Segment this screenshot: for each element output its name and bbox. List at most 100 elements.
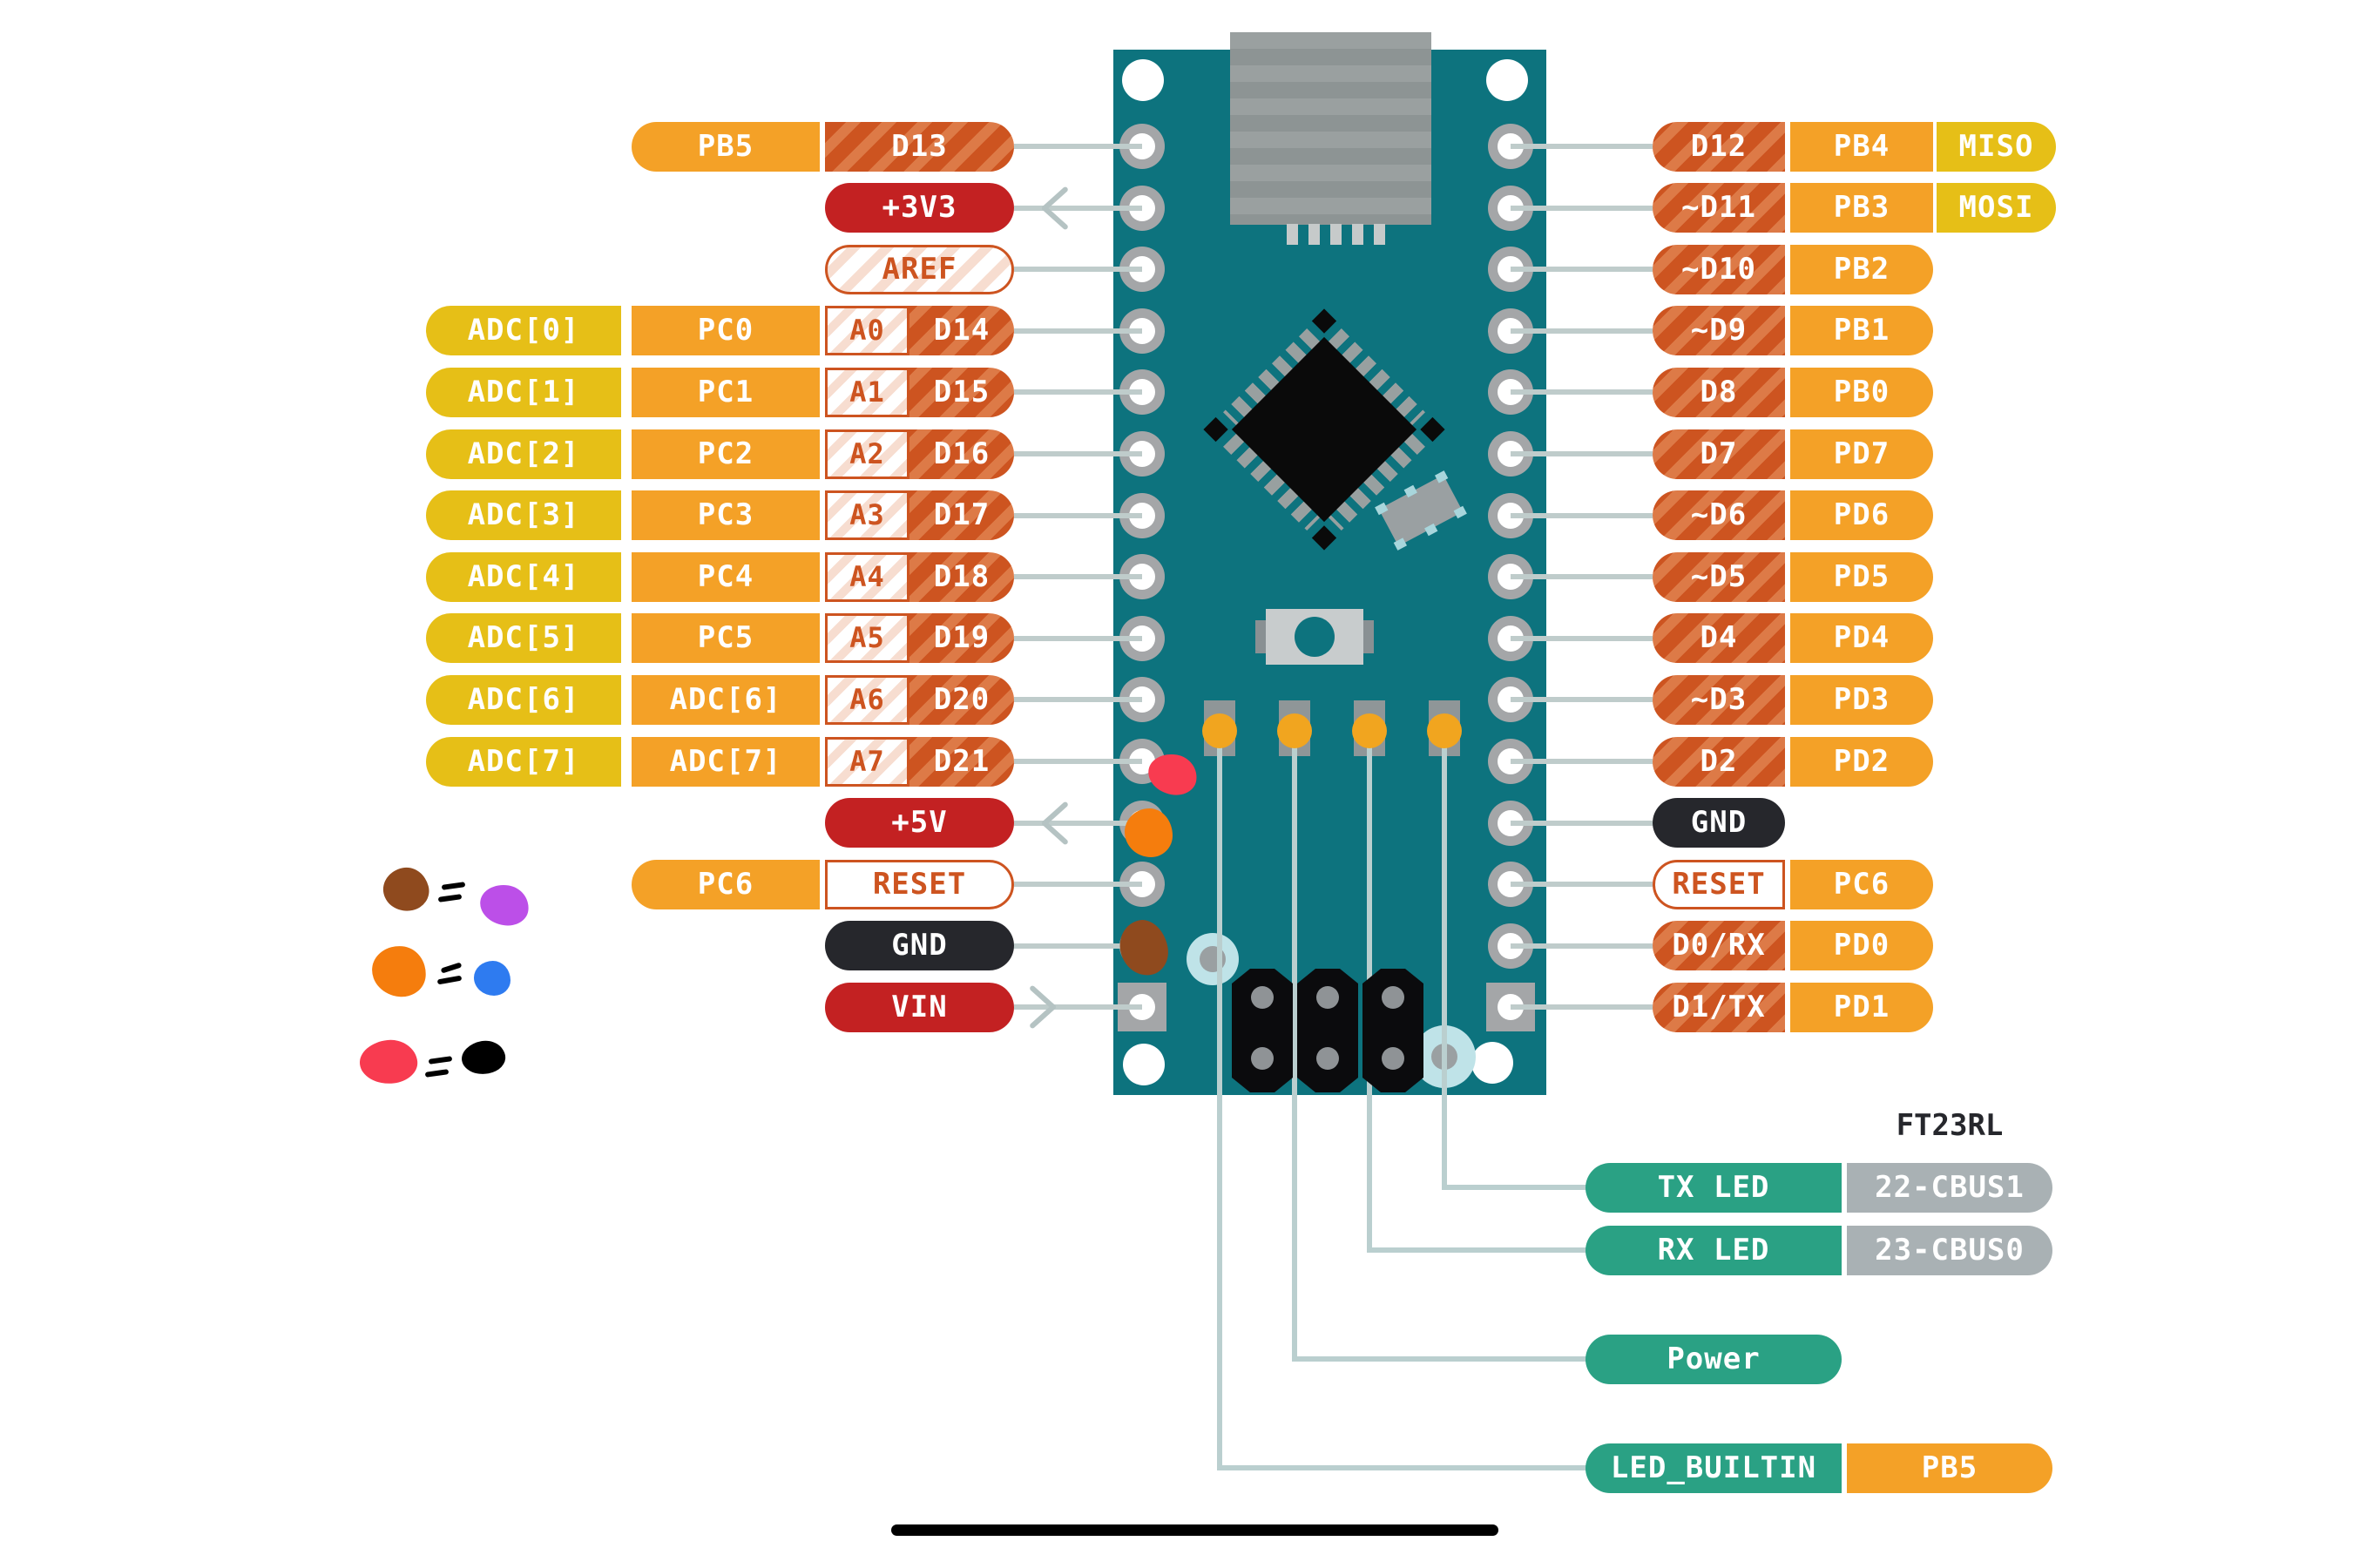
pin-leader-line <box>1014 512 1142 518</box>
pin-leader-line <box>1511 389 1653 395</box>
pin-leader-line <box>1014 943 1142 949</box>
pin-label-pill: D4 <box>1653 613 1785 664</box>
legend-equals-icon <box>428 1056 453 1065</box>
pin-leader-line <box>1511 820 1653 826</box>
pin-label-pill: PC0 <box>632 306 820 356</box>
icsp-pin-icon <box>1316 1047 1339 1070</box>
analog-pin-label: A5 <box>825 613 909 664</box>
legend-equals-icon <box>440 962 463 974</box>
icsp-pin-icon <box>1382 986 1404 1009</box>
pin-label-pill: PD3 <box>1790 674 1933 725</box>
pin-label-pill: ADC[4] <box>426 551 621 602</box>
pin-label-pill: PD2 <box>1790 736 1933 787</box>
pin-label-pill: ADC[5] <box>426 613 621 664</box>
pin-leader-line <box>1014 697 1142 703</box>
pin-label-pill: MISO <box>1937 121 2056 172</box>
reset-button-icon <box>1255 620 1266 653</box>
pin-label-pill: ADC[3] <box>426 490 621 541</box>
pin-label-pill: PC1 <box>632 367 820 417</box>
legend-color-blob <box>369 943 429 999</box>
digital-pin-label: D20 <box>933 681 991 717</box>
pin-label-pill: PC6 <box>632 859 820 909</box>
led-tx-icon <box>1202 713 1237 748</box>
icsp-pin-icon <box>1316 986 1339 1009</box>
pin-label-pill: VIN <box>825 982 1014 1032</box>
mounting-hole <box>1471 1042 1513 1084</box>
pin-label-pill: PD4 <box>1790 613 1933 664</box>
pin-label-pill: ADC[1] <box>426 367 621 417</box>
ftdi-signal-pill: TX LED <box>1586 1162 1842 1213</box>
legend-equals-icon <box>424 1069 450 1078</box>
pin-label-pill: ADC[0] <box>426 306 621 356</box>
pin-label-pill: RESET <box>1653 859 1785 909</box>
mounting-hole <box>1123 1044 1165 1085</box>
digital-pin-label: D14 <box>933 313 991 348</box>
pin-label-pill: ~D10 <box>1653 244 1785 294</box>
pin-label-pill: D7 <box>1653 429 1785 479</box>
pin-label-pill: PB4 <box>1790 121 1933 172</box>
legend-color-blob <box>379 863 433 916</box>
pin-leader-line <box>1014 389 1142 395</box>
pin-leader-line <box>1014 574 1142 580</box>
pin-label-pill: ADC[7] <box>632 736 820 787</box>
pin-label-pill: PD1 <box>1790 982 1933 1032</box>
icsp-pin-icon <box>1251 986 1274 1009</box>
pin-label-pill: +3V3 <box>825 183 1014 233</box>
led-leader-line <box>1217 731 1222 1470</box>
reset-button-icon <box>1363 620 1374 653</box>
pin-leader-line <box>1511 574 1653 580</box>
pin-leader-line <box>1014 820 1142 826</box>
pin-label-pill: PB5 <box>632 121 820 172</box>
pin-label-pill: A3 D17 <box>825 490 1014 541</box>
led-leader-line <box>1220 1465 1587 1470</box>
usb-connector-pin-icon <box>1308 224 1320 245</box>
digital-pin-label: D16 <box>933 436 991 471</box>
pin-label-pill: D13 <box>825 121 1014 172</box>
pin-leader-line <box>1014 328 1142 334</box>
pin-leader-line <box>1014 144 1142 149</box>
pin-label-pill: PC3 <box>632 490 820 541</box>
digital-pin-label: D17 <box>933 497 991 533</box>
led-rx-icon <box>1277 713 1312 748</box>
pin-leader-line <box>1511 512 1653 518</box>
pin-label-pill: PB2 <box>1790 244 1933 294</box>
analog-pin-label: A3 <box>825 490 909 541</box>
led-leader-line <box>1295 1356 1587 1362</box>
pin-leader-line <box>1511 328 1653 334</box>
usb-connector-pin-icon <box>1352 224 1363 245</box>
pin-label-pill: PD0 <box>1790 921 1933 971</box>
legend-equals-icon <box>437 894 463 902</box>
legend-color-blob <box>474 961 510 996</box>
digital-pin-label: D21 <box>933 743 991 779</box>
pin-label-pill: ~D3 <box>1653 674 1785 725</box>
pin-label-pill: GND <box>825 921 1014 971</box>
pin-label-pill: PD5 <box>1790 551 1933 602</box>
icsp-header-icon <box>1232 969 1293 1092</box>
pin-leader-line <box>1511 267 1653 273</box>
mounting-hole <box>1486 59 1528 101</box>
pin-label-pill: RESET <box>825 859 1014 909</box>
pin-label-pill: D1/TX <box>1653 982 1785 1032</box>
pin-leader-line <box>1014 882 1142 888</box>
pin-label-pill: PC4 <box>632 551 820 602</box>
ftdi-signal-pill: Power <box>1586 1334 1842 1384</box>
pin-leader-line <box>1014 1004 1142 1011</box>
pin-label-pill: PD7 <box>1790 429 1933 479</box>
usb-connector-pin-icon <box>1374 224 1385 245</box>
digital-pin-label: D15 <box>933 374 991 409</box>
usb-connector-pin-icon <box>1287 224 1298 245</box>
legend-color-blob <box>477 882 531 929</box>
legend-equals-icon <box>441 882 466 890</box>
pin-leader-line <box>1014 451 1142 456</box>
pin-label-pill: D8 <box>1653 367 1785 417</box>
icsp-header-icon <box>1362 969 1423 1092</box>
pin-label-pill: D12 <box>1653 121 1785 172</box>
led-leader-line <box>1369 1247 1587 1253</box>
analog-pin-label: A6 <box>825 674 909 725</box>
pin-leader-line <box>1014 759 1142 764</box>
led-power-icon <box>1352 713 1387 748</box>
